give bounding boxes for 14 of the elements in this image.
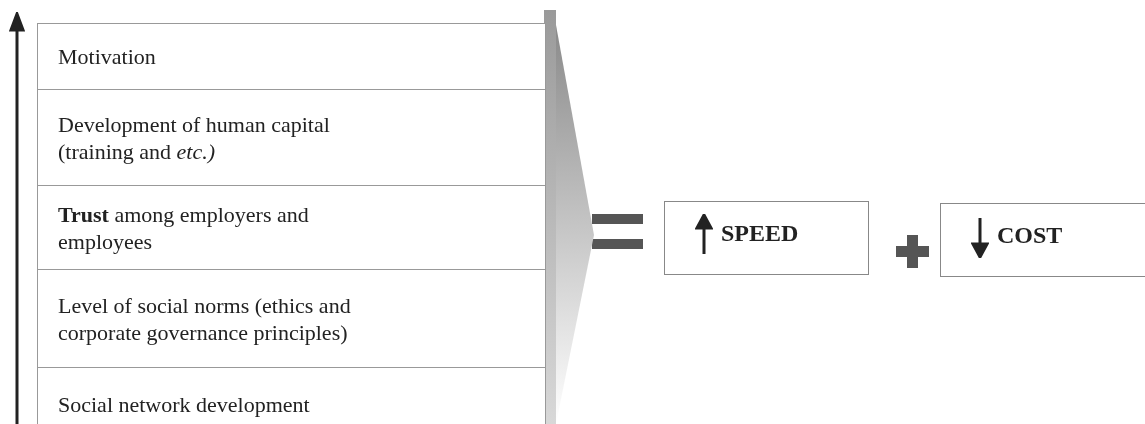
factor-row (37, 89, 546, 186)
factor-row (37, 269, 546, 368)
factor-text: Development of human capital (training and etc.) (58, 110, 331, 165)
factor-text: Motivation (58, 43, 156, 70)
result-box (664, 201, 869, 275)
factor-row (37, 367, 546, 424)
factor-text: Trust among employers and employees (58, 200, 310, 255)
factor-row (37, 23, 546, 90)
factor-text: Social network development (58, 390, 310, 418)
result-text: COST (997, 221, 1063, 250)
result-text: SPEED (721, 219, 799, 248)
result-box (940, 203, 1145, 277)
factor-row (37, 185, 546, 270)
factor-text: Level of social norms (ethics and corporate governance principles) (58, 291, 352, 346)
